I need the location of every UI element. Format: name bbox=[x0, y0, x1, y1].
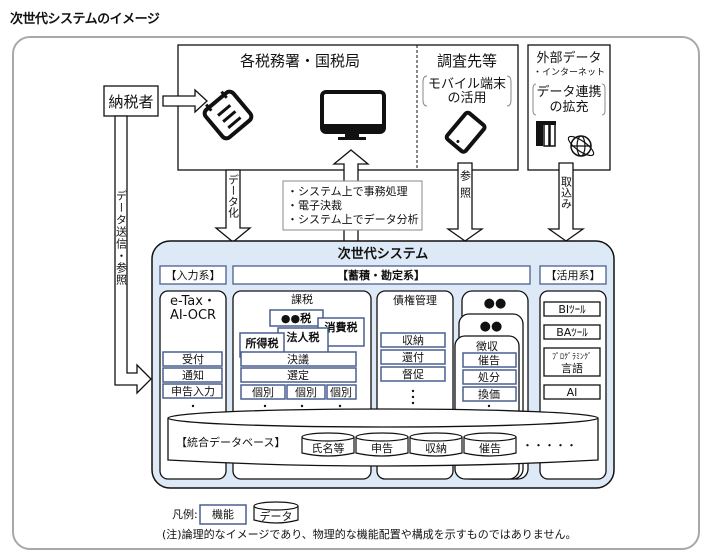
tax-fn-2: 選定 bbox=[287, 368, 309, 382]
data-store-label: 氏名等 bbox=[312, 441, 345, 455]
investigation-arrow bbox=[445, 162, 485, 242]
claims-title: 債権管理 bbox=[393, 293, 437, 307]
investigation-section: 調査先等 モバイル端末 の活用 bbox=[422, 52, 512, 154]
investigation-arrow-label: 参照 bbox=[459, 169, 472, 204]
claims-fn-1: 収納 bbox=[402, 334, 424, 347]
taxpayer-data-arrow bbox=[114, 115, 152, 395]
footnote: (注)論理的なイメージであり、物理的な機能配置や構成を示すものではありません。 bbox=[162, 527, 576, 541]
taxpayer-to-office-arrow bbox=[162, 88, 208, 114]
investigation-note-2: の活用 bbox=[447, 91, 486, 106]
use-fn-prog-1: ﾌﾟﾛｸﾞﾗﾐﾝｸﾞ bbox=[552, 352, 592, 361]
external-title-1: 外部データ bbox=[536, 50, 601, 66]
collection-fn-1: 催告 bbox=[478, 353, 500, 367]
next-gen-system: 次世代システム 【入力系】 【蓄積・勘定系】 【活用系】 e-Tax・ AI-O… bbox=[151, 240, 615, 489]
section-use: 【活用系】 bbox=[546, 269, 601, 282]
callout-item-2: ・電子決裁 bbox=[287, 199, 342, 212]
tax-card-1: ●●税 bbox=[281, 311, 311, 325]
data-store-label: 催告 bbox=[479, 441, 501, 455]
monitor-icon bbox=[320, 90, 386, 140]
use-fn-ai: AI bbox=[567, 386, 578, 399]
legend-prefix: 凡例: bbox=[172, 507, 198, 521]
input-fn-2: 通知 bbox=[182, 368, 204, 382]
data-store: 氏名等 bbox=[301, 432, 355, 457]
tax-fn-1: 決議 bbox=[287, 352, 309, 366]
database-more: ・・・・・ bbox=[522, 439, 577, 452]
collection-stack-2: ●● bbox=[480, 319, 503, 334]
tax-card-4: 所得税 bbox=[246, 336, 279, 350]
tax-card-3: 法人税 bbox=[287, 330, 320, 344]
investigation-title: 調査先等 bbox=[437, 52, 497, 70]
document-icon bbox=[202, 89, 254, 141]
page-title: 次世代システムのイメージ bbox=[10, 12, 160, 27]
external-title-2: ・インターネット bbox=[533, 67, 605, 78]
input-title-1: e-Tax・ bbox=[170, 294, 216, 309]
data-store-label: 申告 bbox=[371, 442, 393, 455]
system-title: 次世代システム bbox=[338, 246, 429, 262]
section-input: 【入力系】 bbox=[166, 269, 221, 282]
collection-fn-2: 処分 bbox=[478, 371, 500, 384]
tax-ind-1: 個別 bbox=[252, 386, 274, 399]
use-fn-prog-2: 言語 bbox=[561, 361, 583, 375]
tax-title: 課税 bbox=[291, 292, 313, 306]
legend-data: データ bbox=[260, 509, 293, 523]
tablet-icon bbox=[444, 110, 487, 154]
taxpayer-arrow-label: データ送信・参照 bbox=[115, 189, 128, 286]
claims-fn-2: 還付 bbox=[402, 351, 424, 364]
tax-card-2: 消費税 bbox=[325, 320, 358, 334]
legend: 凡例: 機能 データ bbox=[172, 501, 299, 525]
building-icon bbox=[536, 121, 556, 147]
collection-fn-3: 換価 bbox=[478, 388, 500, 401]
input-fn-1: 受付 bbox=[182, 353, 204, 366]
callout-item-1: ・システム上で事務処理 bbox=[287, 184, 408, 198]
callout-item-3: ・システム上でデータ分析 bbox=[287, 212, 419, 226]
taxpayer-label: 納税者 bbox=[108, 93, 153, 111]
datafy-label: データ化 bbox=[227, 173, 240, 219]
data-store-label: 収納 bbox=[425, 442, 447, 455]
data-store: 催告 bbox=[463, 432, 517, 457]
data-store: 収納 bbox=[409, 432, 463, 457]
external-note-2: の拡充 bbox=[549, 99, 588, 115]
datafy-arrow bbox=[214, 169, 252, 243]
tax-ind-3: 個別 bbox=[330, 386, 352, 399]
data-store: 申告 bbox=[355, 432, 409, 457]
input-fn-3: 申告入力 bbox=[171, 385, 215, 398]
database-label: 【統合データベース】 bbox=[176, 435, 285, 449]
legend-function: 機能 bbox=[212, 507, 234, 521]
callout: ・システム上で事務処理 ・電子決裁 ・システム上でデータ分析 bbox=[282, 180, 423, 231]
use-fn-bi: BIﾂｰﾙ bbox=[558, 303, 586, 316]
collection-title: 徴収 bbox=[476, 339, 498, 353]
claims-fn-3: 督促 bbox=[402, 367, 424, 381]
tax-ind-2: 個別 bbox=[295, 386, 317, 399]
section-storage: 【蓄積・勘定系】 bbox=[337, 268, 425, 282]
offices-title: 各税務署・国税局 bbox=[240, 52, 360, 70]
use-fn-ba: BAﾂｰﾙ bbox=[556, 326, 588, 339]
input-title-2: AI-OCR bbox=[170, 308, 216, 323]
investigation-note-1: モバイル端末 bbox=[428, 77, 506, 92]
external-arrow bbox=[546, 162, 586, 242]
data-stores: 氏名等 申告 収納 催告 ・・・・・ bbox=[301, 432, 577, 457]
external-note-1: データ連携 bbox=[536, 84, 601, 100]
external-arrow-label: 取込み bbox=[560, 176, 573, 209]
external-box: 外部データ ・インターネット データ連携 の拡充 bbox=[527, 44, 611, 171]
collection-stack-1: ●● bbox=[484, 296, 507, 311]
taxpayer: 納税者 データ送信・参照 bbox=[103, 85, 208, 395]
globe-icon bbox=[567, 135, 595, 157]
